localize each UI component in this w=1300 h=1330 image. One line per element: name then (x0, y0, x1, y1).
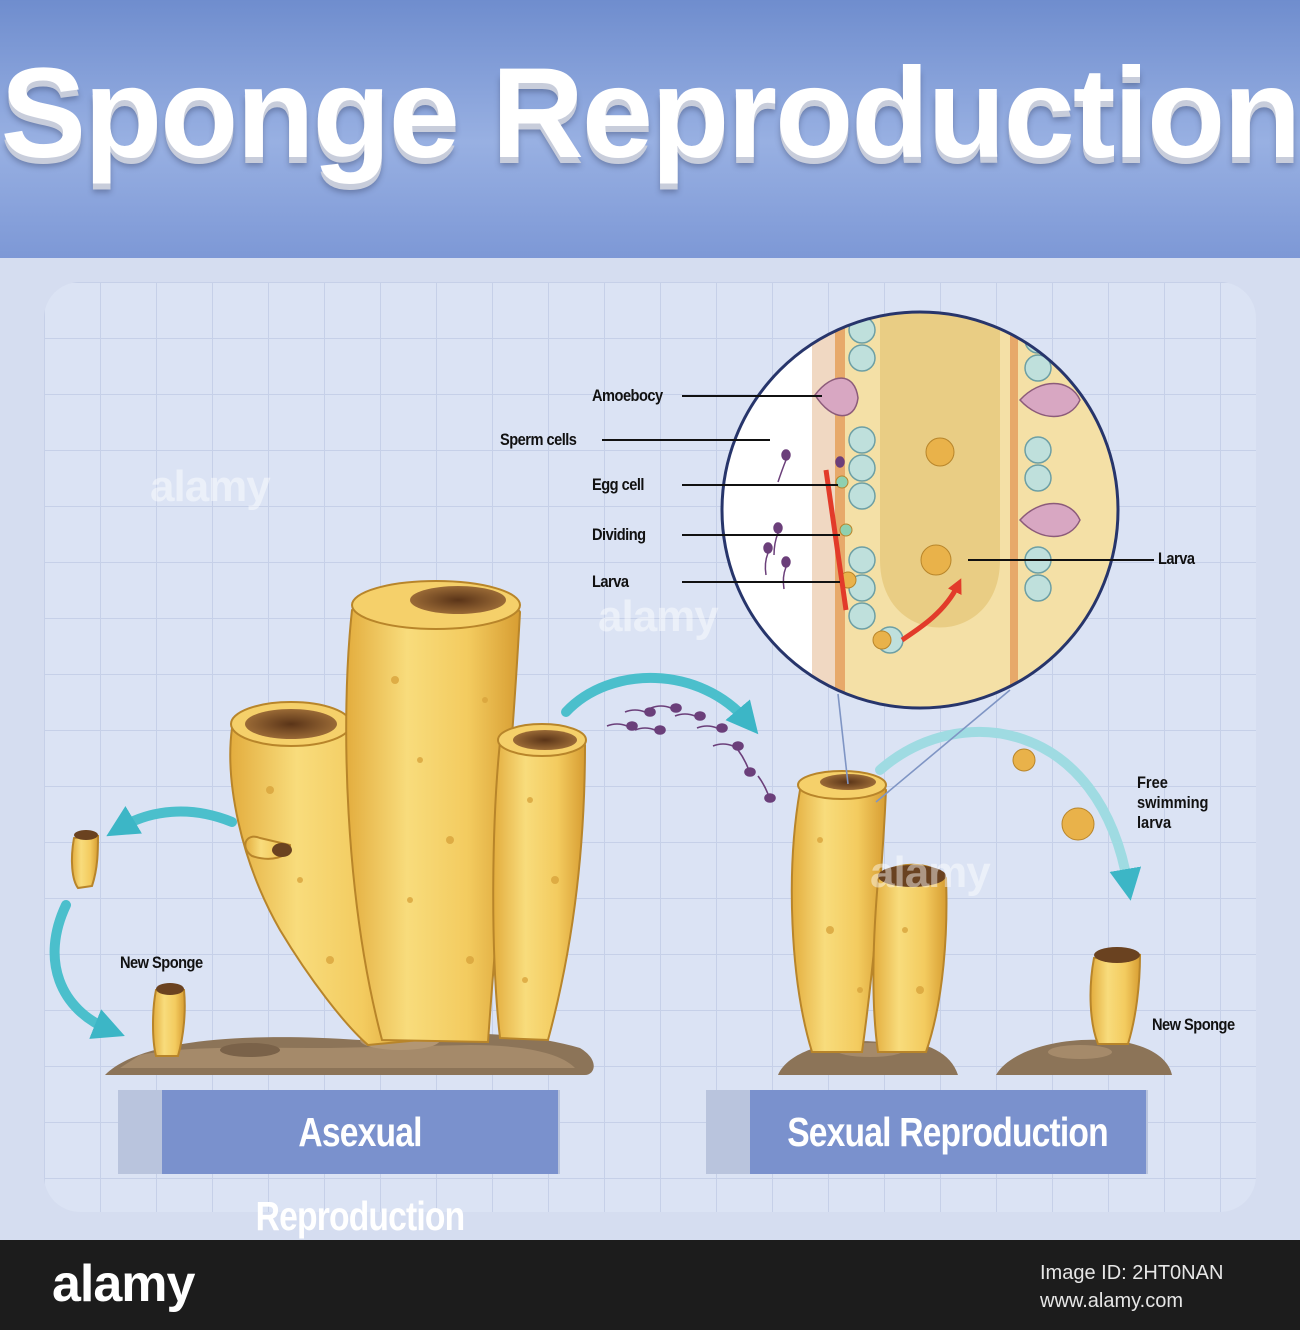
watermark: alamy (598, 592, 719, 641)
footer-image-id: Image ID: 2HT0NAN (1040, 1262, 1224, 1284)
free-swimming-line-1: Free (1137, 773, 1168, 792)
section-asexual-reproduction: Asexual Reproduction (162, 1090, 558, 1239)
sponge-diagram (49, 310, 1172, 1075)
label-larva-left: Larva (592, 572, 629, 591)
footer-logo: alamy (52, 1255, 195, 1313)
page: Sponge Reproduction (0, 0, 1300, 1240)
watermark: alamy (870, 848, 991, 897)
new-sponge-asexual (152, 983, 186, 1057)
label-egg-cell: Egg cell (592, 475, 644, 494)
zoom-circle (720, 310, 1120, 710)
label-new-sponge-left: New Sponge (120, 953, 203, 972)
label-dividing: Dividing (592, 525, 646, 544)
zoom-connector (837, 689, 1011, 803)
footer-url: www.alamy.com (1040, 1290, 1183, 1312)
teal-arrows (49, 673, 1142, 1039)
new-sponge-sexual (1089, 947, 1142, 1045)
ground-middle (778, 1041, 958, 1075)
section-sexual-text: Sexual Reproduction (787, 1109, 1109, 1155)
watermark: alamy (150, 462, 271, 511)
free-swimming-line-2: swimming (1137, 793, 1209, 812)
sperm-stream (606, 703, 776, 803)
ground-right (996, 1039, 1172, 1075)
section-asexual-text: Asexual Reproduction (255, 1109, 465, 1239)
label-free-swimming-larva: Free swimming larva (1137, 773, 1208, 833)
section-sexual-reproduction: Sexual Reproduction (750, 1090, 1146, 1174)
ground-left (105, 1030, 594, 1075)
label-amoebocy: Amoebocy (592, 386, 663, 405)
free-swimming-line-3: larva (1137, 813, 1172, 832)
title-band (0, 0, 1300, 258)
label-larva-right: Larva (1158, 549, 1195, 568)
page-title: Sponge Reproduction (0, 42, 1300, 185)
sponge-fragment (70, 830, 100, 890)
leader-lines (602, 395, 1154, 583)
label-sperm-cells: Sperm cells (500, 430, 577, 449)
sponge-cluster-sexual (790, 770, 948, 1053)
label-new-sponge-right: New Sponge (1152, 1015, 1235, 1034)
free-swimming-larvae (1012, 748, 1095, 841)
footer-bar (0, 1240, 1300, 1330)
sponge-cluster-asexual (229, 580, 587, 1047)
